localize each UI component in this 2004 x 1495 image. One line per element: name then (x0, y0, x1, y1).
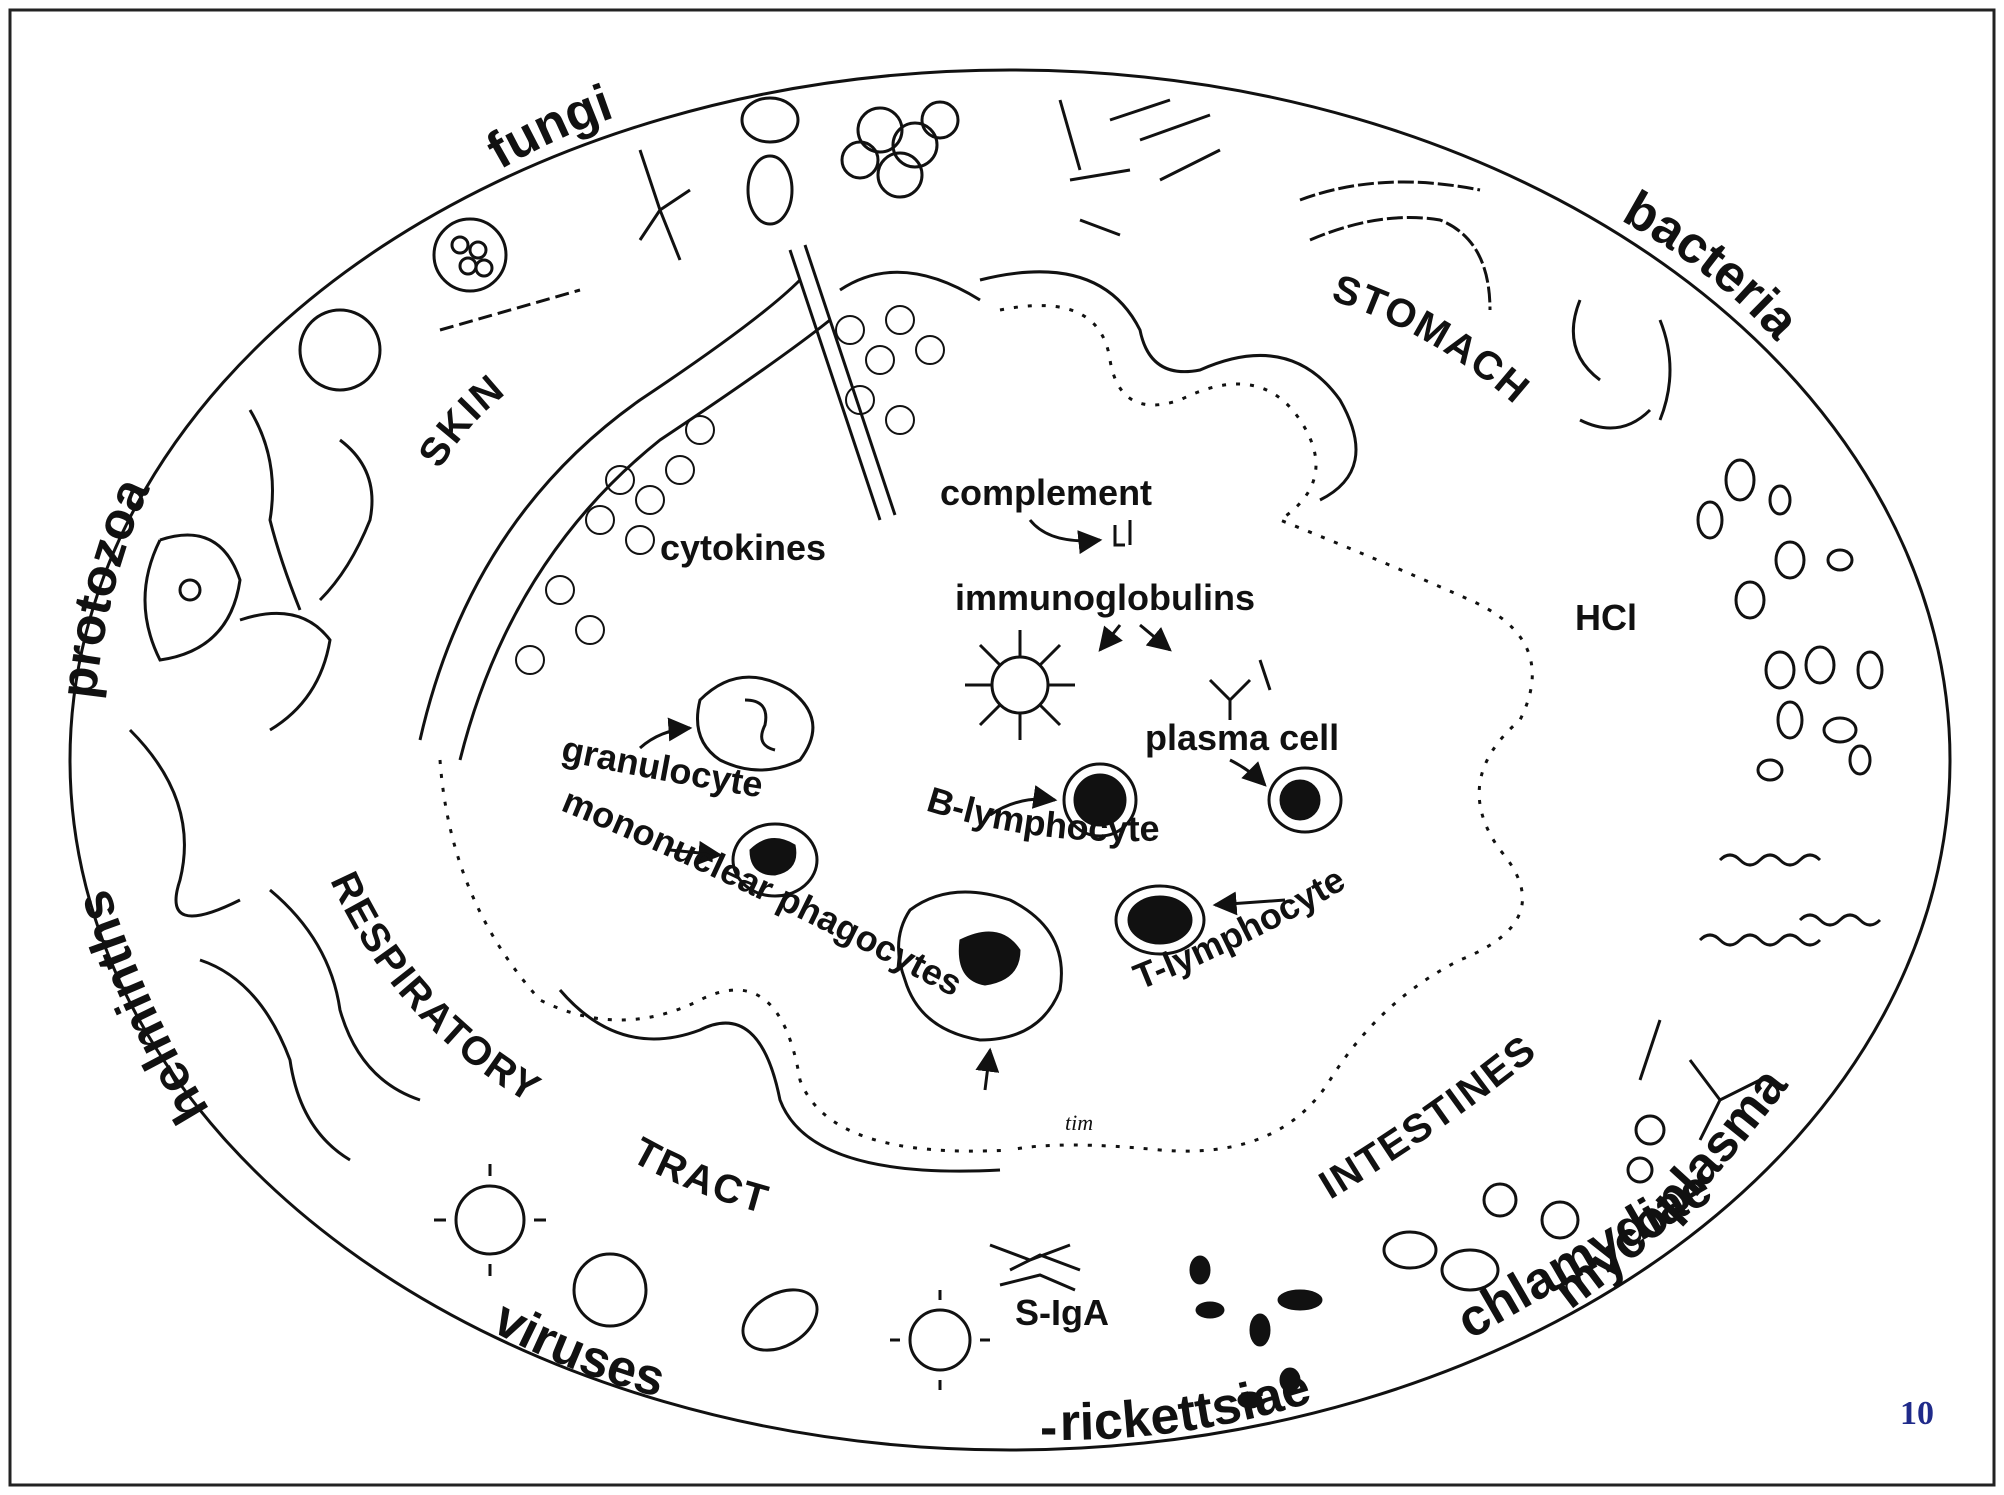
arrow-immunoglobulins-right (1140, 625, 1170, 650)
complement-molecule-icon (1115, 520, 1130, 545)
label-mycoplasma: mycoplasma (1543, 1056, 1800, 1320)
page-number: 10 (1900, 1395, 1934, 1433)
s-iga-molecule-icon (990, 1245, 1080, 1290)
label-mononuclear-phagocytes: mononuclear phagocytes (557, 779, 969, 1004)
label-fungi: fungi (477, 74, 619, 181)
label-rickettsiae: rickettsiae (1060, 1358, 1317, 1452)
arrow-phagocytes (985, 1050, 990, 1090)
granulocyte-cell-icon (698, 677, 813, 770)
label-stomach: STOMACH (1327, 267, 1538, 413)
label-plasma-cell: plasma cell (1145, 717, 1339, 758)
label-bacteria: bacteria (1614, 180, 1811, 351)
label-tract: TRACT (626, 1129, 775, 1222)
label-cytokines: cytokines (660, 527, 826, 568)
igg-antibody-icon (1210, 660, 1270, 720)
label-respiratory: RESPIRATORY (322, 865, 549, 1112)
bacteria-drawings (1060, 100, 1882, 945)
label-complement: complement (940, 472, 1152, 513)
igm-pentamer-icon (965, 630, 1075, 740)
protozoa-drawings (145, 310, 380, 730)
label-immunoglobulins: immunoglobulins (955, 577, 1255, 618)
label-s-iga: S-IgA (1015, 1292, 1109, 1333)
artist-signature: tim (1065, 1110, 1093, 1135)
label-skin: SKIN (410, 366, 513, 475)
separator-dash: - (1040, 1399, 1057, 1457)
label-b-lymphocyte: B-lymphocyte (923, 779, 1160, 850)
plasma-cell-icon (1269, 768, 1341, 832)
arrow-plasma-cell (1230, 760, 1265, 785)
label-hcl: HCl (1575, 597, 1637, 638)
label-helminths: helminths (64, 883, 220, 1133)
label-intestines: INTESTINES (1312, 1027, 1545, 1208)
arrow-complement (1030, 520, 1100, 541)
tissue-band (420, 245, 1532, 1171)
arrow-immunoglobulins-left (1100, 625, 1120, 650)
